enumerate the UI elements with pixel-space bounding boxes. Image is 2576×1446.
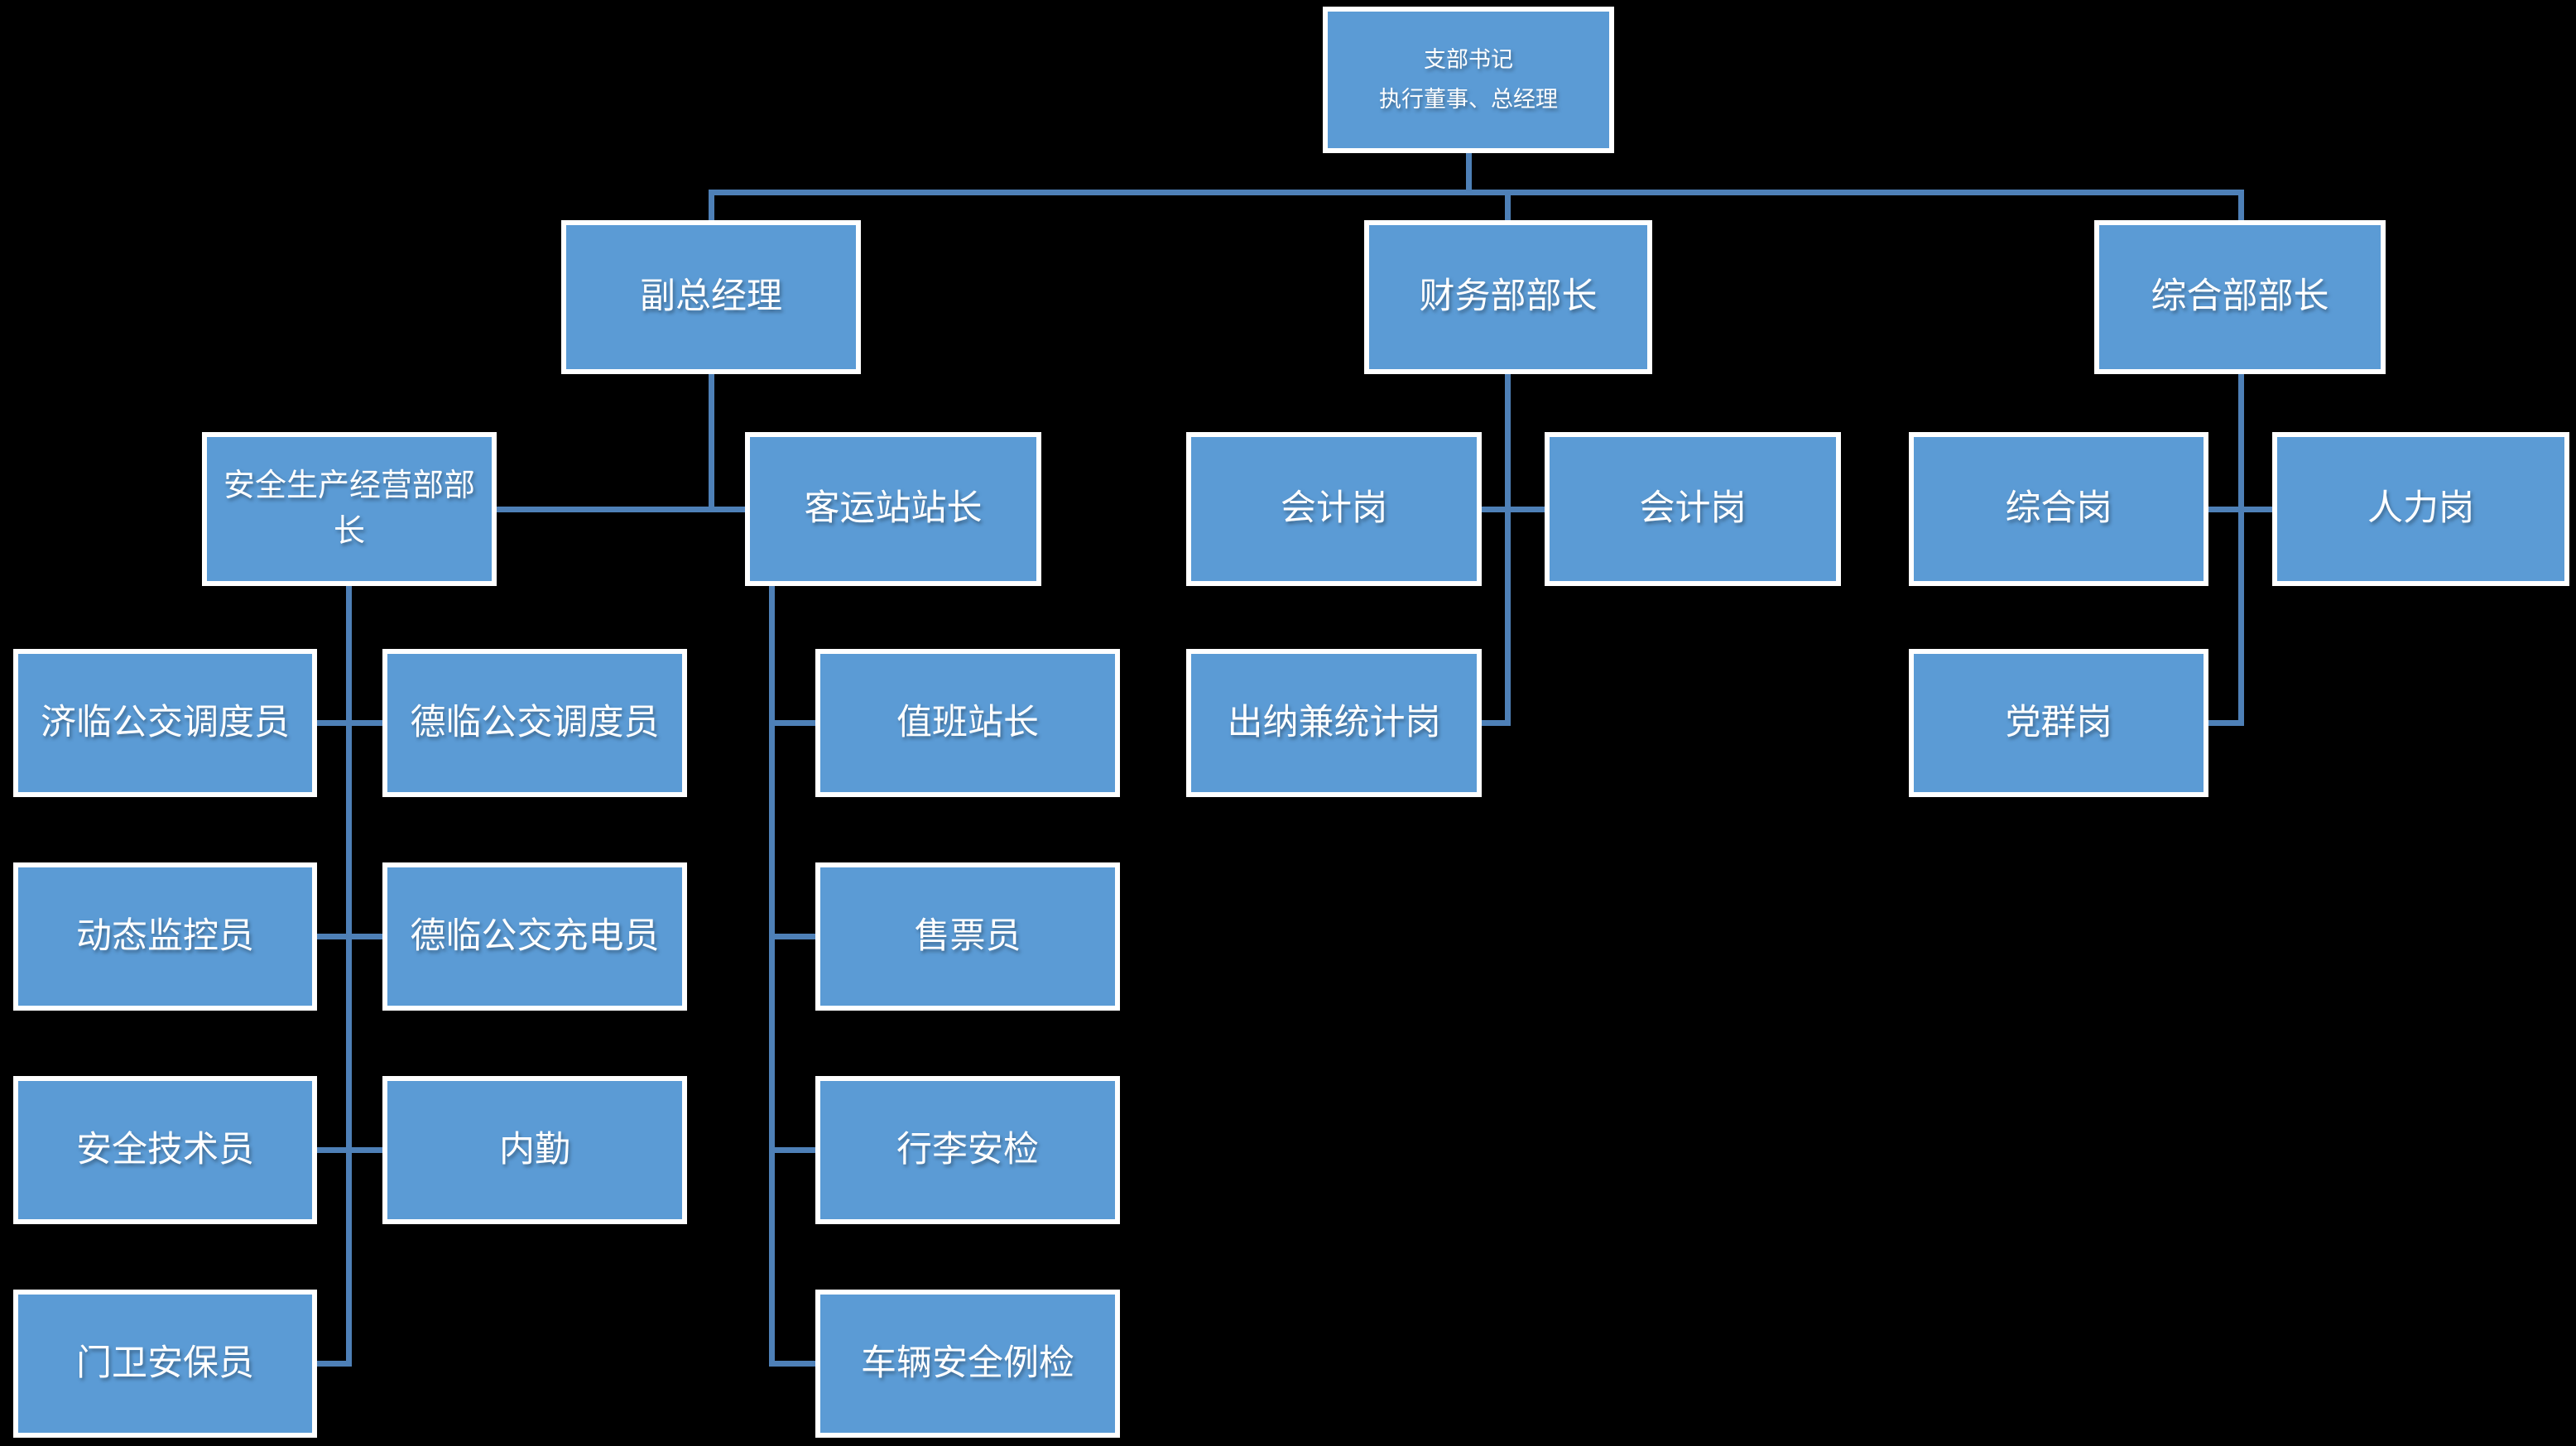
org-node-label: 人力岗 — [2367, 488, 2474, 529]
connector-stub-monitor-charger-row — [317, 934, 382, 939]
connector-stub-general-hr-posts — [2208, 507, 2272, 512]
org-node-dynamic-monitor: 动态监控员 — [13, 862, 317, 1011]
connector-safety-station-hbar — [497, 507, 745, 512]
connector-level1-hbar — [709, 190, 2244, 195]
org-node-label: 综合岗 — [2005, 488, 2112, 529]
org-node-label: 综合部部长 — [2151, 276, 2329, 317]
org-node-passenger-station-master: 客运站站长 — [745, 432, 1041, 586]
connector-drop-general-head — [2238, 193, 2244, 220]
connector-root-riser — [1466, 153, 1472, 193]
org-node-label: 安全技术员 — [76, 1129, 254, 1170]
org-node-human-resources-post: 人力岗 — [2272, 432, 2569, 586]
org-node-label: 会计岗 — [1281, 488, 1387, 529]
org-node-label: 济临公交调度员 — [41, 702, 290, 742]
org-node-label: 客运站站长 — [804, 488, 983, 529]
org-node-deputy-general-manager: 副总经理 — [561, 220, 861, 374]
org-node-accounting-post-2: 会计岗 — [1545, 432, 1841, 586]
connector-safety-spine — [346, 586, 352, 1367]
org-node-gate-security-guard: 门卫安保员 — [13, 1290, 317, 1438]
org-node-cashier-statistics-post: 出纳兼统计岗 — [1186, 649, 1482, 797]
org-node-label: 安全生产经营部部长 — [223, 468, 475, 549]
connector-stub-party-mass — [2208, 720, 2244, 726]
org-node-label: 售票员 — [914, 915, 1021, 956]
org-node-label: 会计岗 — [1639, 488, 1747, 529]
org-node-jilin-bus-dispatcher: 济临公交调度员 — [13, 649, 317, 797]
connector-stub-dispatchers-row — [317, 720, 382, 726]
connector-stub-ticket-seller — [769, 934, 815, 939]
org-node-ticket-seller: 售票员 — [815, 862, 1120, 1011]
org-node-label: 车辆安全例检 — [861, 1343, 1074, 1383]
org-node-label: 动态监控员 — [76, 915, 254, 956]
connector-finance-spine — [1505, 374, 1511, 726]
org-node-label: 支部书记执行董事、总经理 — [1371, 41, 1566, 119]
connector-stub-gate-guard — [317, 1361, 352, 1367]
org-node-label: 内勤 — [499, 1129, 570, 1170]
org-node-office-clerk: 内勤 — [382, 1076, 687, 1224]
org-node-duty-station-master: 值班站长 — [815, 649, 1120, 797]
connector-stub-accounting-posts — [1482, 507, 1545, 512]
org-node-accounting-post-1: 会计岗 — [1186, 432, 1482, 586]
connector-stub-cashier-statistics — [1482, 720, 1511, 726]
org-node-label: 德临公交调度员 — [410, 702, 660, 742]
org-node-delin-bus-charger: 德临公交充电员 — [382, 862, 687, 1011]
connector-deputy-gm-down — [709, 374, 714, 512]
org-node-branch-secretary-gm: 支部书记执行董事、总经理 — [1323, 7, 1614, 153]
connector-general-spine — [2238, 374, 2244, 726]
org-node-general-dept-head: 综合部部长 — [2094, 220, 2386, 374]
org-node-label-line2: 执行董事、总经理 — [1379, 86, 1558, 112]
org-node-vehicle-safety-inspection: 车辆安全例检 — [815, 1290, 1120, 1438]
org-node-label: 财务部部长 — [1419, 276, 1598, 317]
org-node-safety-production-dept-head: 安全生产经营部部长 — [202, 432, 497, 586]
connector-station-spine — [769, 586, 775, 1367]
org-node-delin-bus-dispatcher: 德临公交调度员 — [382, 649, 687, 797]
org-node-label: 出纳兼统计岗 — [1227, 702, 1441, 742]
org-node-label: 行李安检 — [896, 1129, 1039, 1170]
org-node-luggage-security-check: 行李安检 — [815, 1076, 1120, 1224]
org-node-party-mass-post: 党群岗 — [1909, 649, 2208, 797]
org-node-label: 党群岗 — [2005, 702, 2112, 742]
org-node-safety-technician: 安全技术员 — [13, 1076, 317, 1224]
connector-drop-deputy-gm — [709, 193, 714, 220]
org-node-finance-dept-head: 财务部部长 — [1364, 220, 1652, 374]
org-node-label: 副总经理 — [640, 276, 782, 317]
org-node-label: 值班站长 — [896, 702, 1039, 742]
connector-stub-luggage-security — [769, 1147, 815, 1153]
org-node-general-affairs-post: 综合岗 — [1909, 432, 2208, 586]
org-node-label-line1: 支部书记 — [1424, 47, 1513, 73]
org-node-label: 德临公交充电员 — [410, 915, 660, 956]
org-node-label: 门卫安保员 — [76, 1343, 254, 1383]
connector-stub-duty-station-master — [769, 720, 815, 726]
connector-drop-finance-head — [1505, 193, 1511, 220]
connector-stub-vehicle-inspection — [769, 1361, 815, 1367]
connector-stub-technician-clerk-row — [317, 1147, 382, 1153]
